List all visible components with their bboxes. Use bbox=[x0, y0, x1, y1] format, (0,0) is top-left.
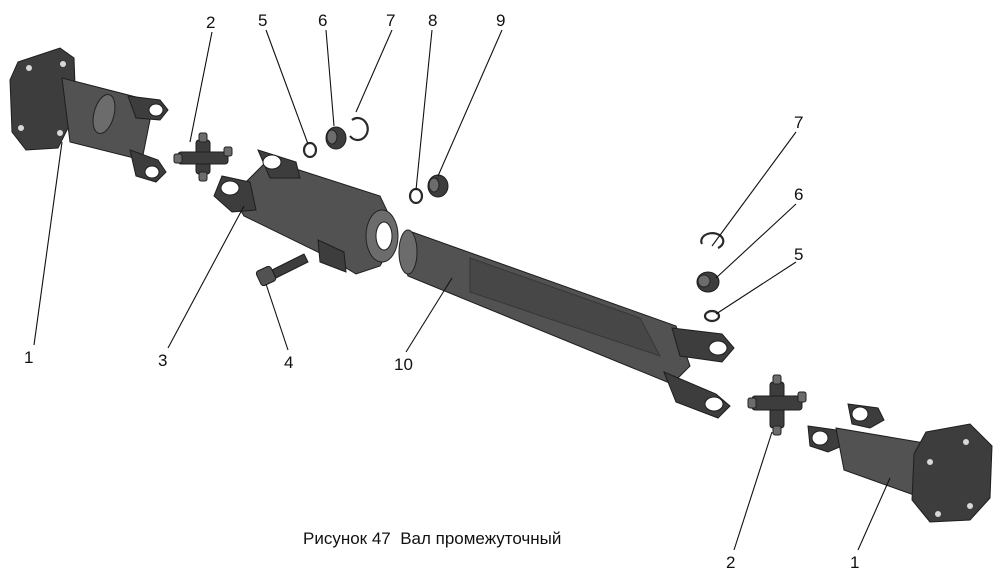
callout-7-top: 7 bbox=[386, 11, 395, 30]
callout-9: 9 bbox=[496, 11, 505, 30]
right-nut-part bbox=[696, 271, 720, 293]
callout-1-right: 1 bbox=[850, 553, 859, 572]
callout-6-top: 6 bbox=[318, 11, 327, 30]
left-nut-part bbox=[325, 126, 347, 150]
callout-5-right: 5 bbox=[794, 245, 803, 264]
callout-8: 8 bbox=[428, 11, 437, 30]
callout-4: 4 bbox=[284, 353, 293, 372]
callout-labels: 1 2 3 4 5 6 7 8 9 10 7 6 5 2 1 bbox=[24, 11, 859, 572]
callout-2-bottom: 2 bbox=[726, 553, 735, 572]
clamp-bolt-part bbox=[255, 253, 309, 287]
callout-3: 3 bbox=[158, 351, 167, 370]
callout-6-right: 6 bbox=[794, 185, 803, 204]
callout-2-top: 2 bbox=[206, 13, 215, 32]
callout-5-top: 5 bbox=[258, 11, 267, 30]
callout-10: 10 bbox=[394, 355, 413, 374]
left-flange-yoke-part bbox=[9, 47, 169, 183]
callout-1-left: 1 bbox=[24, 348, 33, 367]
figure-caption: Рисунок 47 Вал промежуточный bbox=[303, 529, 561, 548]
intermediate-shaft-part bbox=[398, 229, 735, 419]
right-flange-yoke-part bbox=[807, 403, 993, 523]
leader-lines bbox=[33, 29, 891, 551]
left-universal-joint-cross-part bbox=[173, 132, 233, 182]
left-circlip-part bbox=[349, 116, 369, 142]
right-circlip-part bbox=[700, 232, 725, 250]
left-washer-part bbox=[302, 141, 318, 159]
middle-washer-part bbox=[408, 187, 424, 205]
right-washer-part bbox=[703, 309, 721, 323]
right-universal-joint-cross-part bbox=[747, 374, 807, 436]
callout-7-right: 7 bbox=[794, 113, 803, 132]
sliding-yoke-sleeve-part bbox=[213, 149, 399, 275]
middle-nut-part bbox=[427, 174, 449, 198]
